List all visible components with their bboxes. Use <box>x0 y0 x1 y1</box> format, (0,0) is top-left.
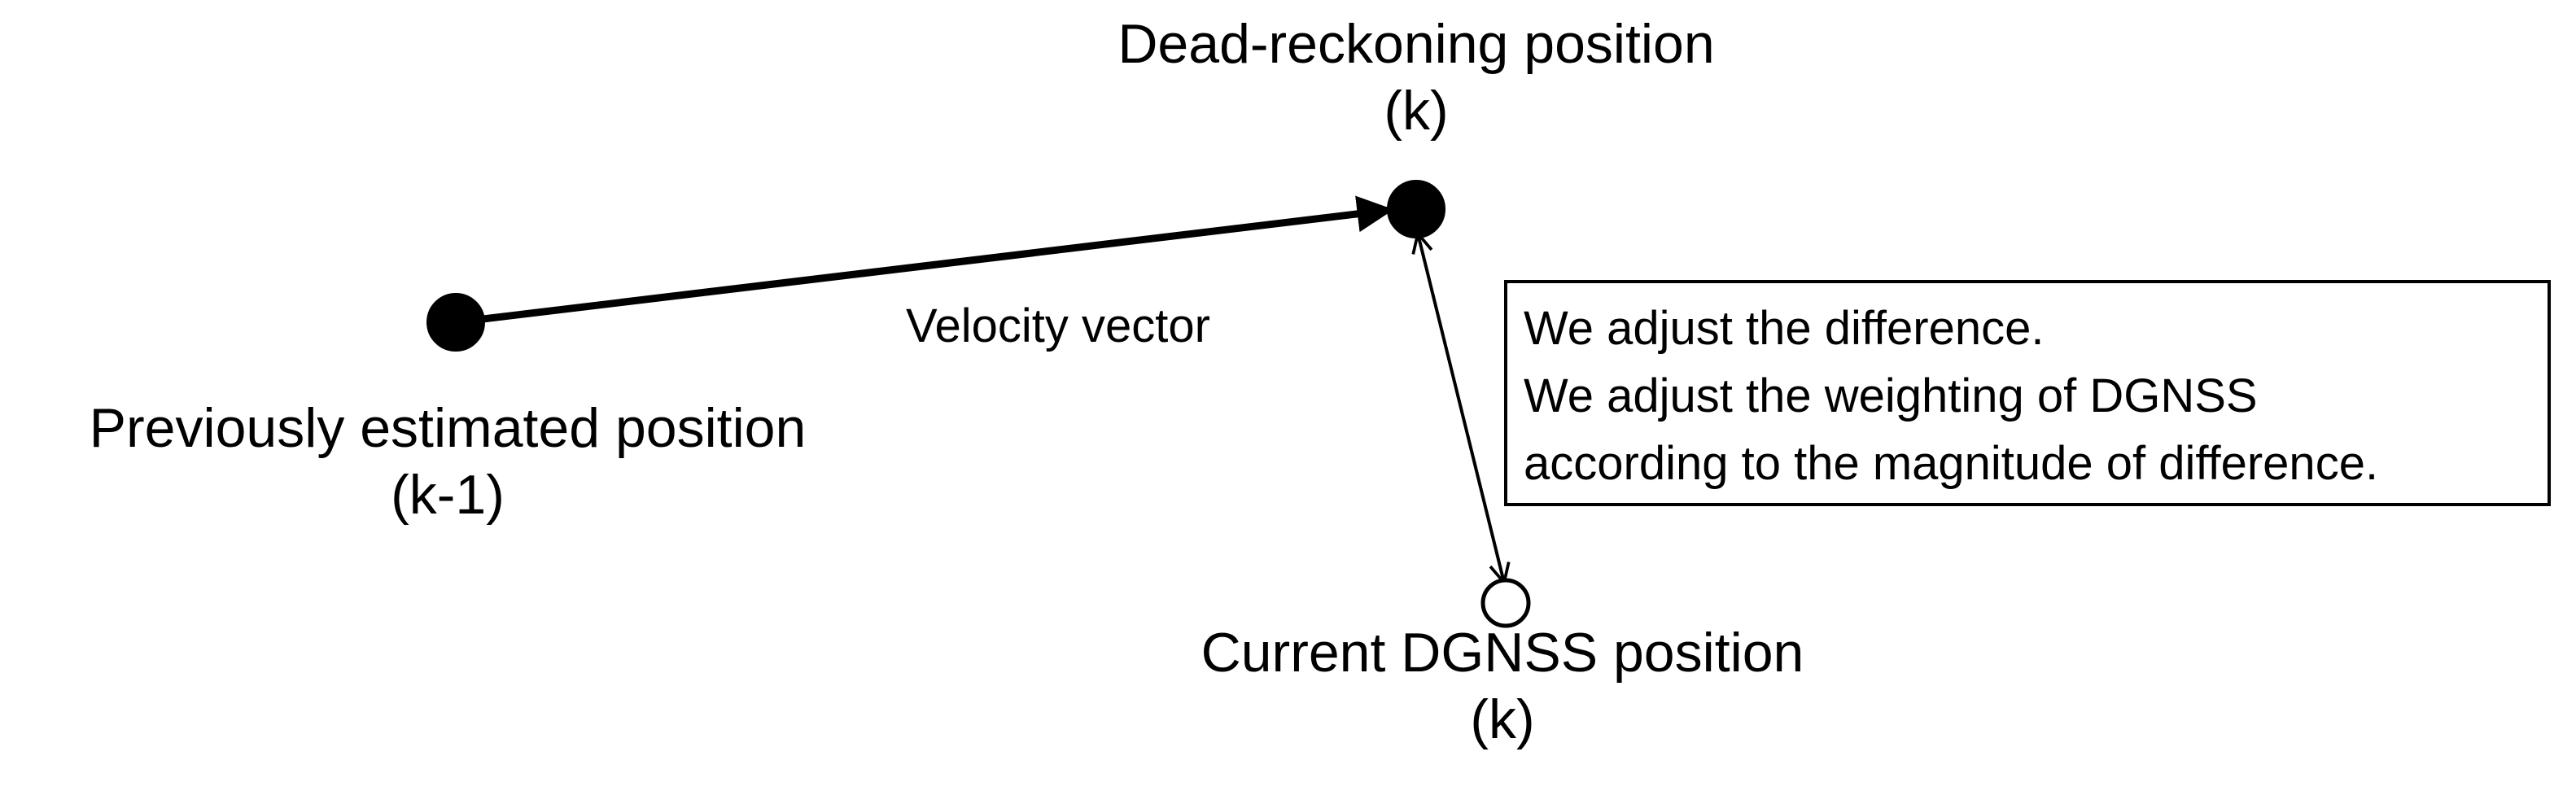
adjustment-note-box: We adjust the difference. We adjust the … <box>1504 280 2551 506</box>
previous-position-title: Previously estimated position <box>89 397 807 459</box>
dgnss-position-title: Current DGNSS position <box>1201 622 1804 684</box>
previous-position-node <box>426 293 485 352</box>
dead-reckoning-position-node <box>1387 180 1445 238</box>
note-line-3: according to the magnitude of difference… <box>1524 437 2379 490</box>
dgnss-position-node <box>1480 578 1531 628</box>
previous-position-index: (k-1) <box>391 463 505 526</box>
dead-reckoning-title: Dead-reckoning position <box>1117 13 1715 75</box>
previous-position-label: Previously estimated position (k-1) <box>0 396 895 528</box>
velocity-vector-label: Velocity vector <box>906 299 1210 352</box>
note-line-1: We adjust the difference. <box>1524 302 2045 355</box>
dgnss-position-index: (k) <box>1470 688 1535 750</box>
velocity-vector-arrow <box>455 195 1394 326</box>
dead-reckoning-index: (k) <box>1384 79 1449 142</box>
dead-reckoning-label: Dead-reckoning position (k) <box>1009 11 1823 144</box>
difference-arrow <box>1418 234 1504 583</box>
dgnss-position-label: Current DGNSS position (k) <box>1096 620 1909 753</box>
note-line-2: We adjust the weighting of DGNSS <box>1524 369 2258 422</box>
